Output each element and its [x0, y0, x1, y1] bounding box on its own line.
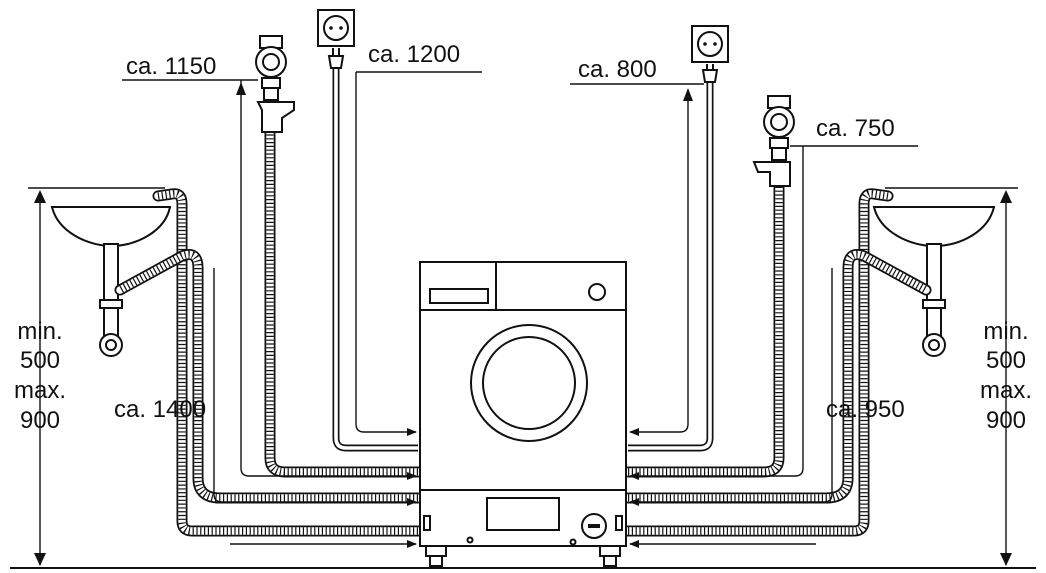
- dim-line-power-left: [355, 71, 482, 436]
- height-dimension-right: [885, 187, 1018, 566]
- label-power-left: ca. 1200: [368, 41, 460, 68]
- label-power-right: ca. 800: [578, 56, 657, 83]
- drain-hose-left-inner: [114, 249, 424, 504]
- label-drain-left: ca. 1400: [114, 396, 206, 423]
- power-cable-left: [332, 66, 418, 452]
- socket-left: [317, 9, 355, 47]
- height-left-min-value: 500: [20, 347, 60, 374]
- drain-hose-right-inner: [622, 249, 932, 504]
- dim-line-tap-left: [122, 79, 417, 480]
- sink-left: [50, 206, 172, 357]
- washing-machine: [419, 261, 627, 567]
- height-left-min-label: min.: [17, 318, 62, 345]
- height-right-min-value: 500: [986, 347, 1026, 374]
- foot-right: [599, 545, 621, 557]
- drain-hose-right-outer: [622, 188, 894, 537]
- socket-right: [691, 25, 729, 63]
- foot-left: [425, 545, 447, 557]
- kickplate-panel: [486, 497, 560, 531]
- program-knob: [588, 283, 606, 301]
- height-left-max-value: 900: [20, 407, 60, 434]
- label-drain-right: ca. 950: [826, 396, 905, 423]
- plug-left: [327, 48, 345, 69]
- door-glass: [482, 336, 576, 430]
- height-right-min-label: min.: [983, 318, 1028, 345]
- label-tap-left: ca. 1150: [126, 53, 216, 80]
- drain-hose-left-outer: [152, 188, 424, 537]
- dim-line-tap-right: [629, 145, 918, 480]
- height-left-max-label: max.: [14, 377, 66, 404]
- water-tap-right: [752, 95, 795, 187]
- dim-line-drain-left: [213, 268, 417, 506]
- sink-right: [872, 206, 996, 357]
- power-cable-right: [628, 80, 714, 452]
- inlet-hose-right: [622, 170, 785, 478]
- height-right-max-value: 900: [986, 407, 1026, 434]
- dim-line-drain-right: [629, 268, 833, 506]
- inlet-hose-left: [264, 114, 424, 478]
- water-tap-left: [255, 35, 295, 133]
- detergent-drawer: [429, 288, 489, 304]
- label-tap-right: ca. 750: [816, 115, 895, 142]
- height-right-max-label: max.: [980, 377, 1032, 404]
- height-dimension-left: [28, 187, 165, 566]
- dim-line-power-right: [570, 83, 704, 436]
- plug-right: [701, 64, 719, 83]
